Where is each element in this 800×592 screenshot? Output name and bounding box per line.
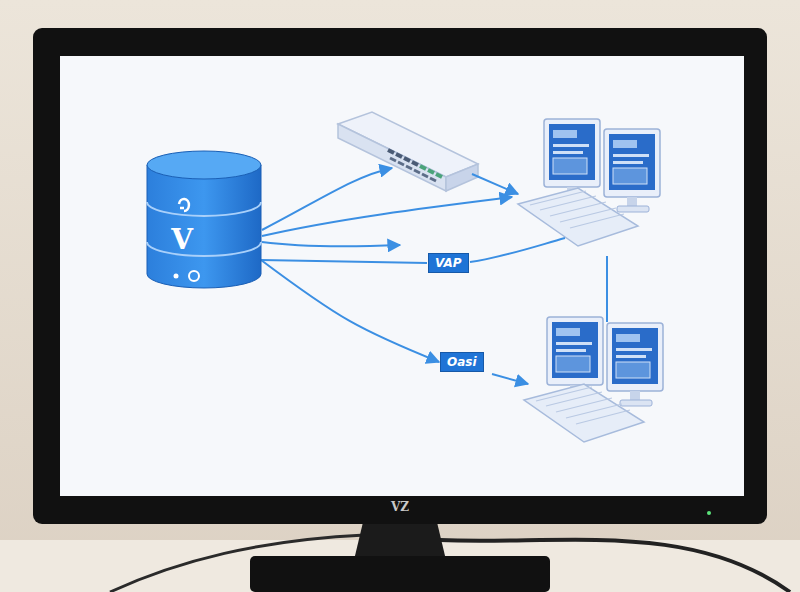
database-glyph: V: [146, 224, 218, 256]
screen: [60, 56, 744, 496]
computer-monitor: [604, 129, 660, 212]
link-tag: VAP: [428, 253, 469, 273]
monitor-neck: [354, 518, 446, 560]
database-node: V: [146, 150, 262, 290]
tag-label: Oasi: [447, 355, 477, 369]
network-links: [262, 168, 607, 384]
brand-logo: VZ: [360, 500, 440, 514]
monitor-bezel: [33, 28, 767, 524]
link-tag: Oasi: [440, 352, 484, 372]
network-link: [261, 260, 439, 362]
database-cylinder: [146, 150, 262, 290]
network-link: [261, 260, 427, 263]
keyboard: [518, 188, 638, 246]
computer-monitor: [607, 323, 663, 406]
keyboard: [524, 384, 644, 442]
monitor-base: [250, 556, 550, 592]
power-led: [707, 511, 711, 515]
tag-label: VAP: [435, 256, 462, 270]
